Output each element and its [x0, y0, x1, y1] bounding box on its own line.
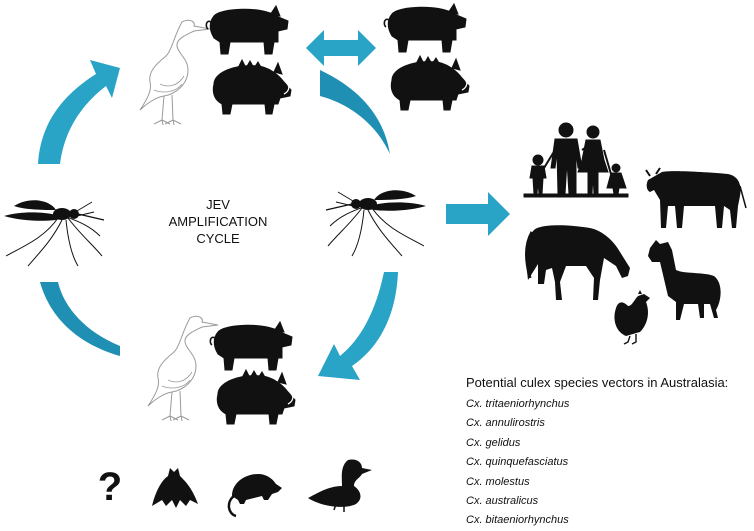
vector-species-list: Potential culex species vectors in Austr… — [466, 374, 754, 531]
egret-icon — [147, 315, 219, 422]
pig-icon — [209, 321, 293, 371]
cycle-arrow-right-down — [320, 70, 390, 154]
duck-icon — [308, 459, 372, 512]
cycle-arrow-left-up — [38, 60, 120, 164]
wild-boar-icon — [216, 369, 296, 425]
mosquito-icon — [325, 189, 427, 257]
vector-species-item: Cx. gelidus — [466, 436, 521, 449]
egret-icon — [139, 19, 211, 126]
vector-species-item: Cx. tritaeniorhynchus — [466, 398, 570, 410]
cycle-arrow-right-to-lower — [318, 272, 398, 380]
cycle-title-line: JEV — [206, 197, 230, 212]
vector-species-item: Cx. annulirostris — [466, 417, 545, 430]
vector-list-title: Potential culex species vectors in Austr… — [466, 375, 729, 390]
cycle-title: JEV AMPLIFICATION CYCLE — [150, 196, 286, 247]
vector-species-item: Cx. quinquefasciatus — [466, 456, 569, 469]
vector-species-item: Cx. australicus — [466, 495, 539, 508]
cycle-title-line: CYCLE — [196, 231, 240, 246]
cycle-title-line: AMPLIFICATION — [168, 214, 268, 229]
chicken-icon — [614, 290, 650, 345]
vector-species-item: Cx. bitaeniorhynchus — [466, 514, 569, 527]
question-mark-icon: ? — [98, 465, 122, 509]
host-exchange-double-arrow — [306, 30, 376, 66]
llama-icon — [648, 240, 721, 320]
possum-icon — [227, 474, 282, 518]
wild-boar-icon — [212, 59, 292, 115]
mosquito-icon — [3, 199, 105, 267]
pig-icon — [205, 5, 289, 55]
wild-boar-icon — [390, 55, 470, 111]
horse-icon — [525, 225, 630, 300]
spillover-arrow — [446, 192, 510, 236]
human-family-icon — [523, 122, 629, 198]
bat-icon — [152, 468, 198, 508]
cow-icon — [645, 167, 747, 228]
vector-species-item: Cx. molestus — [466, 475, 530, 488]
pig-icon — [383, 3, 467, 53]
cycle-arrow-lower-to-left — [40, 282, 120, 356]
